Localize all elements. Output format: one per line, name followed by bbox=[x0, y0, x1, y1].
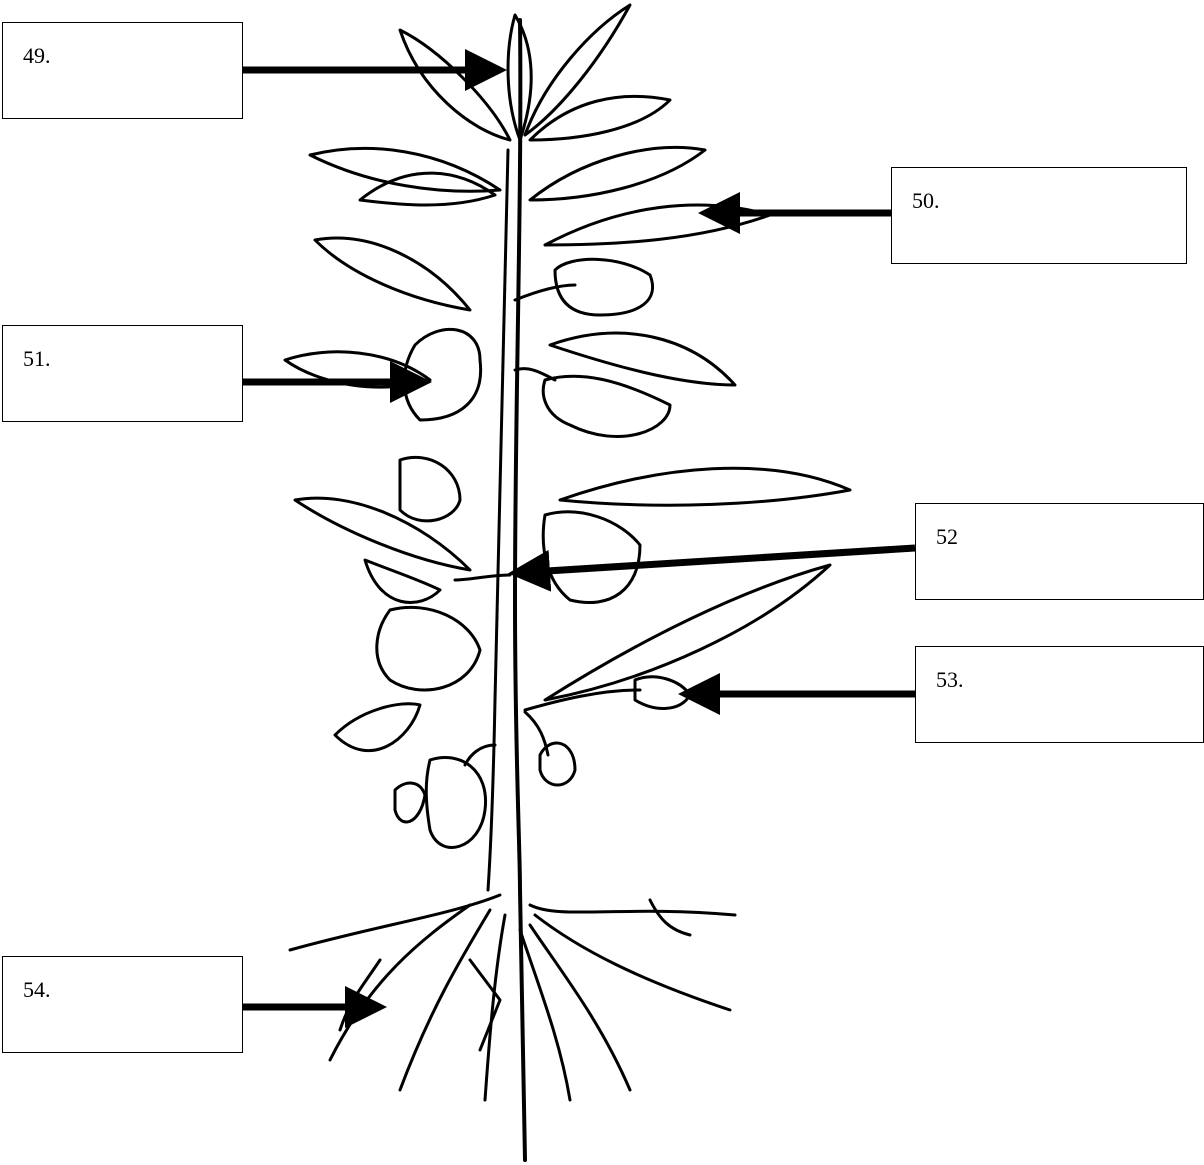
label-box-51[interactable]: 51. bbox=[2, 325, 243, 422]
label-51-text: 51. bbox=[23, 346, 51, 372]
label-52-text: 52 bbox=[936, 524, 958, 550]
label-54-text: 54. bbox=[23, 977, 51, 1003]
label-box-50[interactable]: 50. bbox=[891, 167, 1187, 264]
label-50-text: 50. bbox=[912, 188, 940, 214]
label-box-53[interactable]: 53. bbox=[915, 646, 1204, 743]
main-stem bbox=[515, 20, 525, 1160]
label-box-54[interactable]: 54. bbox=[2, 956, 243, 1053]
label-box-52[interactable]: 52 bbox=[915, 503, 1204, 600]
pointer-arrows bbox=[243, 70, 915, 1007]
label-box-49[interactable]: 49. bbox=[2, 22, 243, 119]
label-49-text: 49. bbox=[23, 43, 51, 69]
label-53-text: 53. bbox=[936, 667, 964, 693]
roots bbox=[290, 895, 735, 1100]
arrow-52 bbox=[515, 548, 915, 573]
flowers bbox=[365, 259, 690, 847]
